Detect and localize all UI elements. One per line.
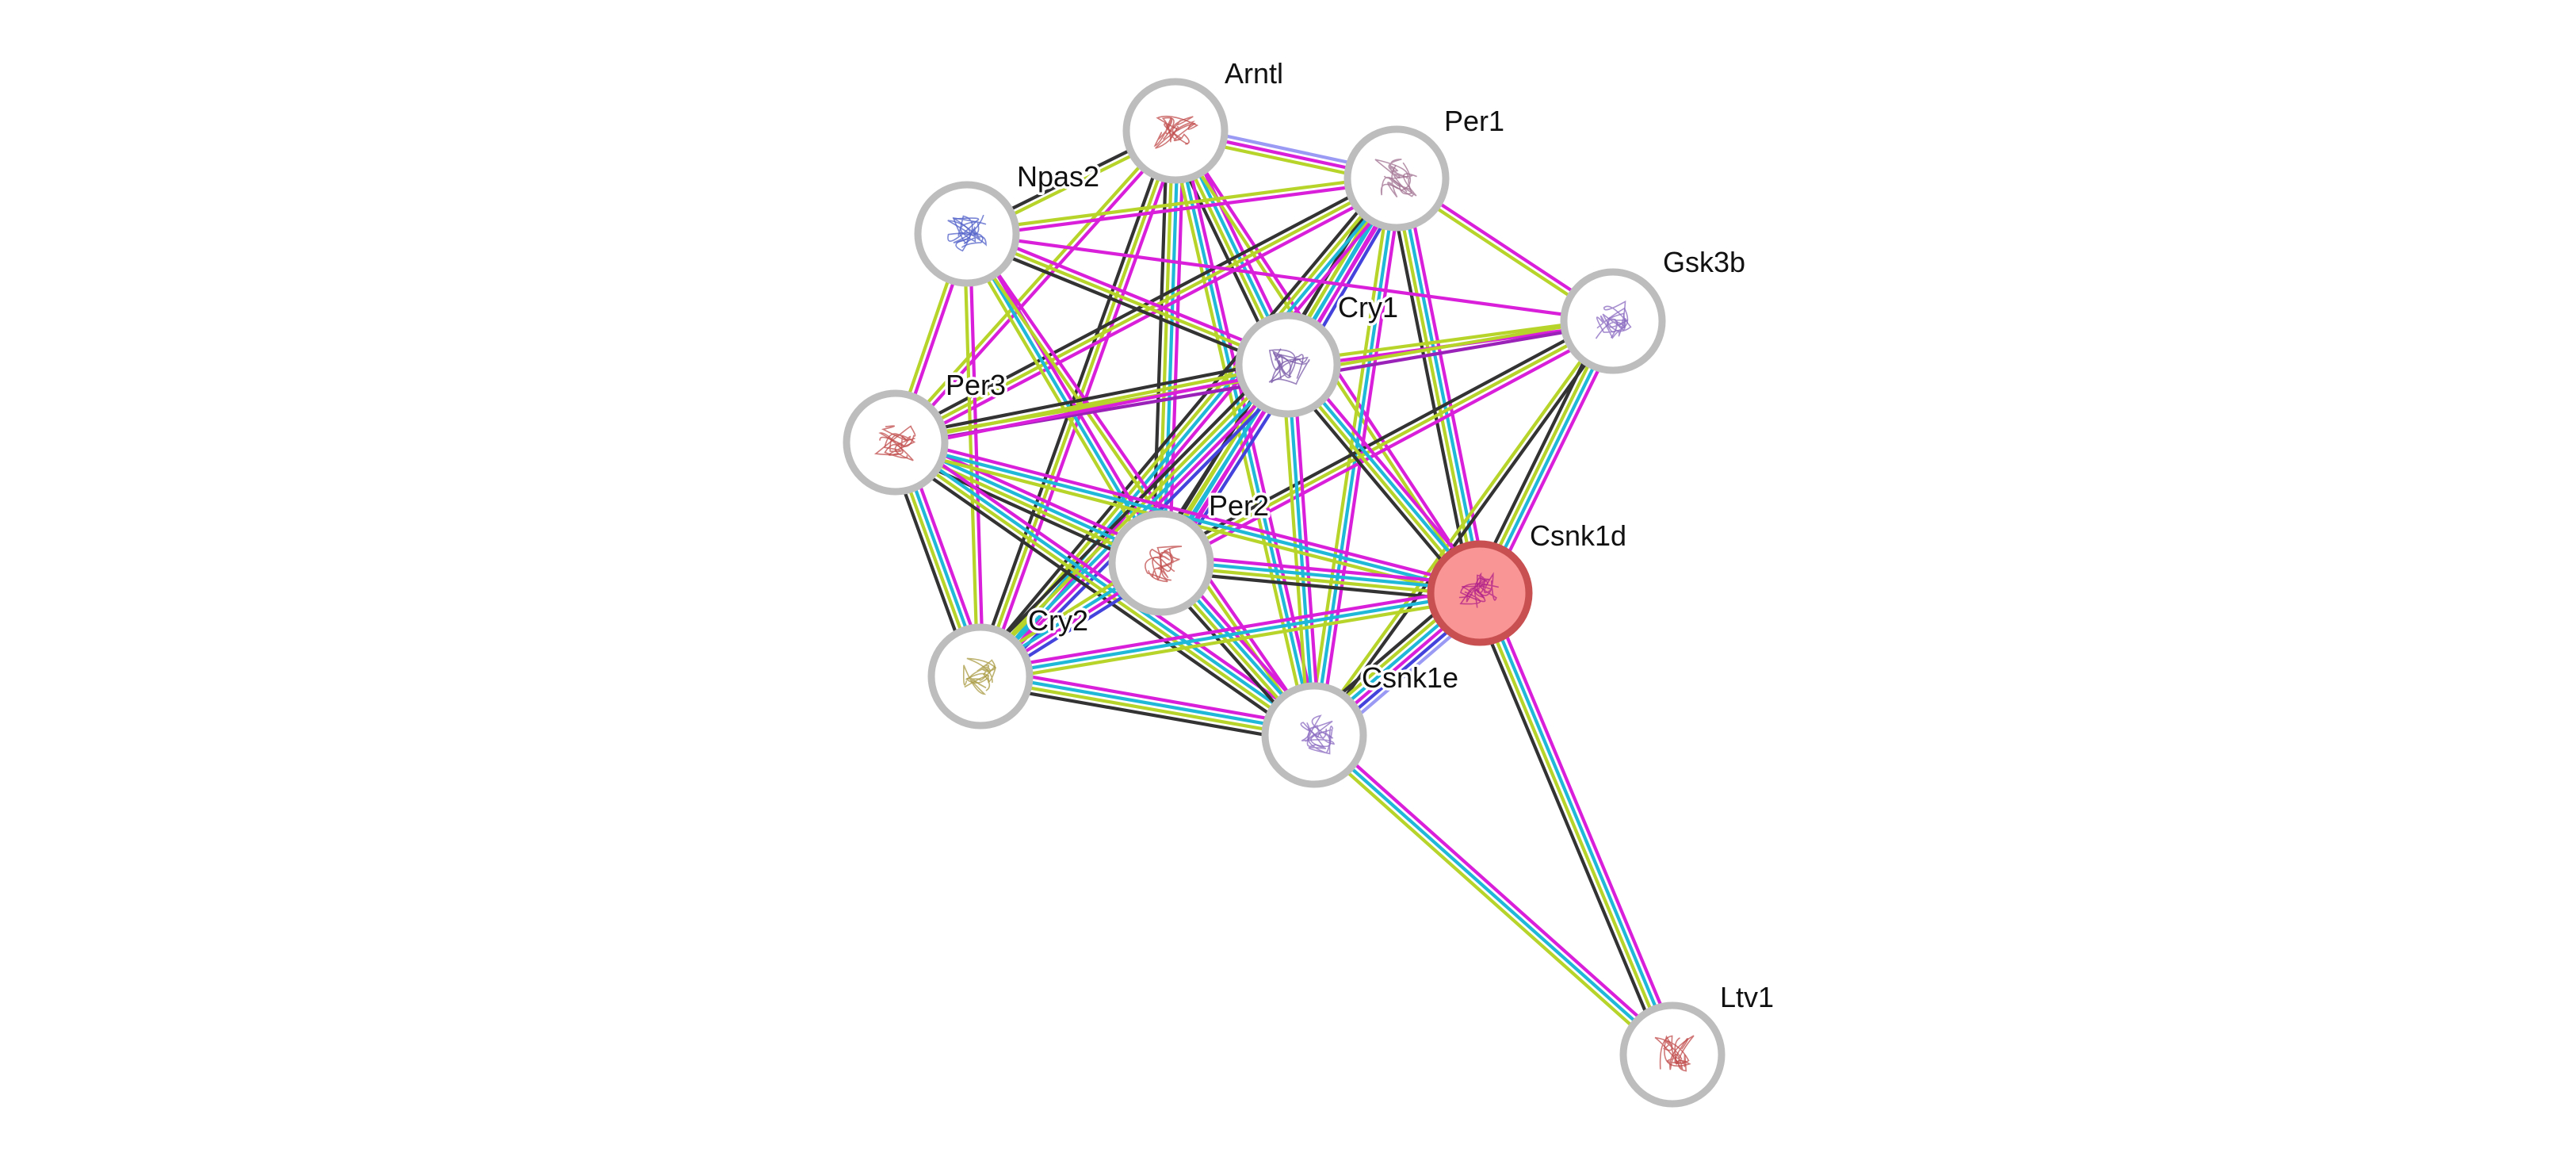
node-label: Cry1 bbox=[1338, 291, 1398, 324]
node-per1[interactable]: Per1 bbox=[1343, 102, 1508, 232]
edge-evidence-line bbox=[1168, 130, 1311, 738]
edge-evidence-line bbox=[1286, 316, 1615, 364]
edge-evidence-line bbox=[1286, 362, 1317, 737]
edge-evidence-line bbox=[1160, 553, 1483, 587]
protein-structure-icon bbox=[1300, 714, 1335, 755]
edge-cry2-csnk1d bbox=[977, 585, 1483, 684]
edge-evidence-line bbox=[972, 171, 1393, 673]
edge-csnk1d-ltv1 bbox=[1470, 588, 1682, 1060]
node-label: Per1 bbox=[1444, 105, 1504, 137]
edge-evidence-line bbox=[977, 683, 1315, 745]
node-gsk3b[interactable]: Gsk3b bbox=[1560, 243, 1749, 374]
edge-evidence-line bbox=[893, 176, 1399, 445]
edge-evidence-line bbox=[1314, 320, 1617, 739]
node-label: Ltv1 bbox=[1720, 981, 1774, 1013]
edge-evidence-line bbox=[967, 227, 1292, 362]
node-per3[interactable]: Per3 bbox=[843, 366, 1009, 496]
protein-structure-icon bbox=[1654, 1035, 1695, 1072]
protein-structure-icon bbox=[947, 214, 987, 252]
edge-evidence-line bbox=[1156, 128, 1175, 565]
edge-evidence-line bbox=[895, 435, 1483, 590]
node-csnk1d[interactable]: Csnk1d bbox=[1427, 517, 1630, 646]
edge-evidence-line bbox=[1316, 729, 1678, 1052]
edge-evidence-line bbox=[892, 358, 1289, 439]
edge-evidence-line bbox=[893, 362, 1290, 445]
node-label: Cry2 bbox=[1028, 604, 1088, 637]
edge-evidence-line bbox=[892, 127, 1175, 442]
node-label: Per3 bbox=[946, 369, 1006, 401]
edge-evidence-line bbox=[967, 230, 1318, 736]
node-npas2[interactable]: Npas2 bbox=[914, 158, 1103, 287]
protein-structure-icon bbox=[1268, 348, 1310, 385]
edge-evidence-line bbox=[1162, 324, 1618, 570]
protein-structure-icon bbox=[1145, 546, 1183, 583]
node-arntl[interactable]: Arntl bbox=[1122, 55, 1286, 184]
protein-structure-icon bbox=[1595, 300, 1632, 339]
edge-evidence-line bbox=[978, 677, 1316, 740]
edge-npas2-cry1 bbox=[963, 227, 1292, 372]
edge-evidence-line bbox=[1403, 174, 1490, 594]
edge-evidence-line bbox=[1470, 594, 1667, 1060]
edge-evidence-line bbox=[960, 235, 1159, 568]
edge-evidence-line bbox=[970, 355, 1282, 671]
edge-arntl-per3 bbox=[892, 127, 1179, 446]
edge-evidence-line bbox=[1160, 558, 1482, 592]
node-label: Csnk1e bbox=[1362, 661, 1458, 694]
edge-evidence-line bbox=[896, 131, 1179, 446]
edge-evidence-line bbox=[889, 447, 1312, 744]
edge-evidence-line bbox=[963, 237, 1288, 372]
edge-evidence-line bbox=[1309, 737, 1671, 1061]
node-label: Arntl bbox=[1225, 57, 1283, 90]
edge-evidence-line bbox=[979, 672, 1317, 734]
edge-evidence-line bbox=[977, 585, 1481, 673]
protein-structure-icon bbox=[1153, 115, 1199, 149]
protein-structure-icon bbox=[873, 425, 916, 461]
edge-evidence-line bbox=[1156, 314, 1612, 560]
edge-evidence-line bbox=[898, 434, 1321, 730]
edge-gsk3b-csnk1e bbox=[1310, 317, 1617, 739]
edge-evidence-line bbox=[1159, 564, 1481, 598]
edge-evidence-line bbox=[974, 358, 1286, 675]
edge-evidence-line bbox=[1159, 319, 1615, 565]
edge-evidence-line bbox=[1475, 592, 1672, 1058]
edge-evidence-line bbox=[965, 232, 1290, 367]
edge-per1-npas2 bbox=[965, 174, 1399, 239]
node-label: Gsk3b bbox=[1663, 246, 1745, 278]
node-label: Npas2 bbox=[1017, 160, 1099, 193]
edge-gsk3b-per2 bbox=[1156, 314, 1618, 570]
edge-evidence-line bbox=[1310, 317, 1613, 736]
node-label: Csnk1d bbox=[1530, 519, 1626, 552]
edge-csnk1e-ltv1 bbox=[1309, 729, 1678, 1061]
edge-evidence-line bbox=[978, 128, 1178, 679]
edge-evidence-line bbox=[1485, 588, 1682, 1054]
node-circle[interactable] bbox=[927, 623, 1034, 730]
node-cry1[interactable]: Cry1 bbox=[1235, 289, 1401, 418]
edge-evidence-line bbox=[978, 591, 1482, 679]
node-layer: ArntlPer1Npas2Gsk3bCry1Per3Per2Csnk1dCry… bbox=[843, 55, 1777, 1108]
node-csnk1e[interactable]: Csnk1e bbox=[1261, 659, 1462, 788]
edge-evidence-line bbox=[1386, 178, 1473, 597]
protein-structure-icon bbox=[963, 657, 997, 695]
edge-npas2-gsk3b bbox=[965, 232, 1615, 324]
edge-cry2-csnk1e bbox=[977, 666, 1317, 745]
edge-evidence-line bbox=[1481, 590, 1677, 1055]
edge-evidence-line bbox=[965, 174, 1398, 233]
edge-cry1-per3 bbox=[892, 358, 1291, 450]
node-per2[interactable]: Per2 bbox=[1108, 487, 1272, 616]
node-ltv1[interactable]: Ltv1 bbox=[1619, 978, 1777, 1108]
edge-evidence-line bbox=[965, 232, 1615, 324]
protein-structure-icon bbox=[1458, 572, 1499, 608]
edge-evidence-line bbox=[980, 596, 1483, 684]
edge-evidence-line bbox=[895, 368, 1291, 450]
node-cry2[interactable]: Cry2 bbox=[927, 602, 1091, 730]
protein-structure-icon bbox=[1374, 159, 1417, 198]
edge-evidence-line bbox=[965, 179, 1399, 239]
node-circle[interactable] bbox=[1235, 312, 1341, 418]
edge-evidence-line bbox=[1312, 733, 1675, 1057]
edge-evidence-line bbox=[968, 232, 985, 678]
node-label: Per2 bbox=[1209, 489, 1269, 522]
edge-evidence-line bbox=[980, 666, 1317, 729]
